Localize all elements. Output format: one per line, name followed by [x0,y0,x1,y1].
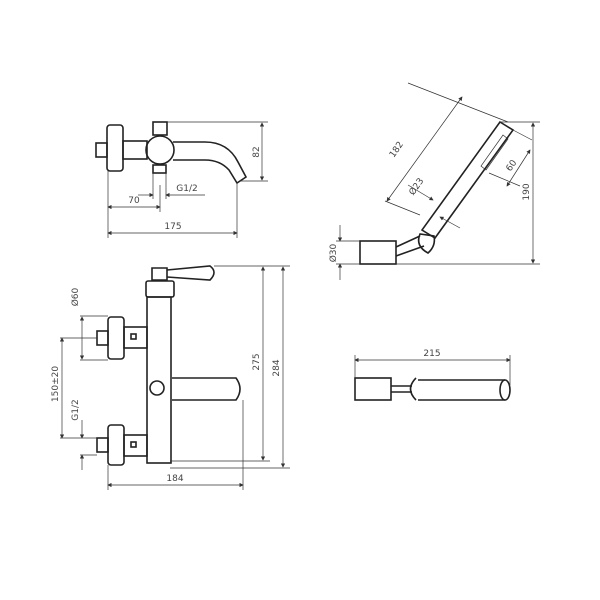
dim-centres: 150±20 [51,365,61,403]
dim-spout-height: 82 [252,146,262,158]
mixer-front-view [59,265,290,490]
dim-total-height: 284 [272,359,282,377]
dim-mixer-thread: G1/2 [71,399,81,421]
hand-shower-side-view [336,82,540,280]
dim-holder-diameter: Ø30 [329,243,339,263]
dim-flange-diameter: Ø60 [71,287,81,307]
dim-body-height: 275 [252,353,262,371]
dim-mixer-width: 184 [166,474,184,484]
dim-shower-top-length: 215 [423,349,441,359]
dim-spout-thread: G1/2 [176,184,198,194]
dim-spout-length: 175 [164,222,182,232]
dim-spout-offset: 70 [128,196,140,206]
hand-shower-top-view [354,355,511,401]
spout-top-view [95,121,268,238]
dim-shower-height: 190 [522,183,532,201]
